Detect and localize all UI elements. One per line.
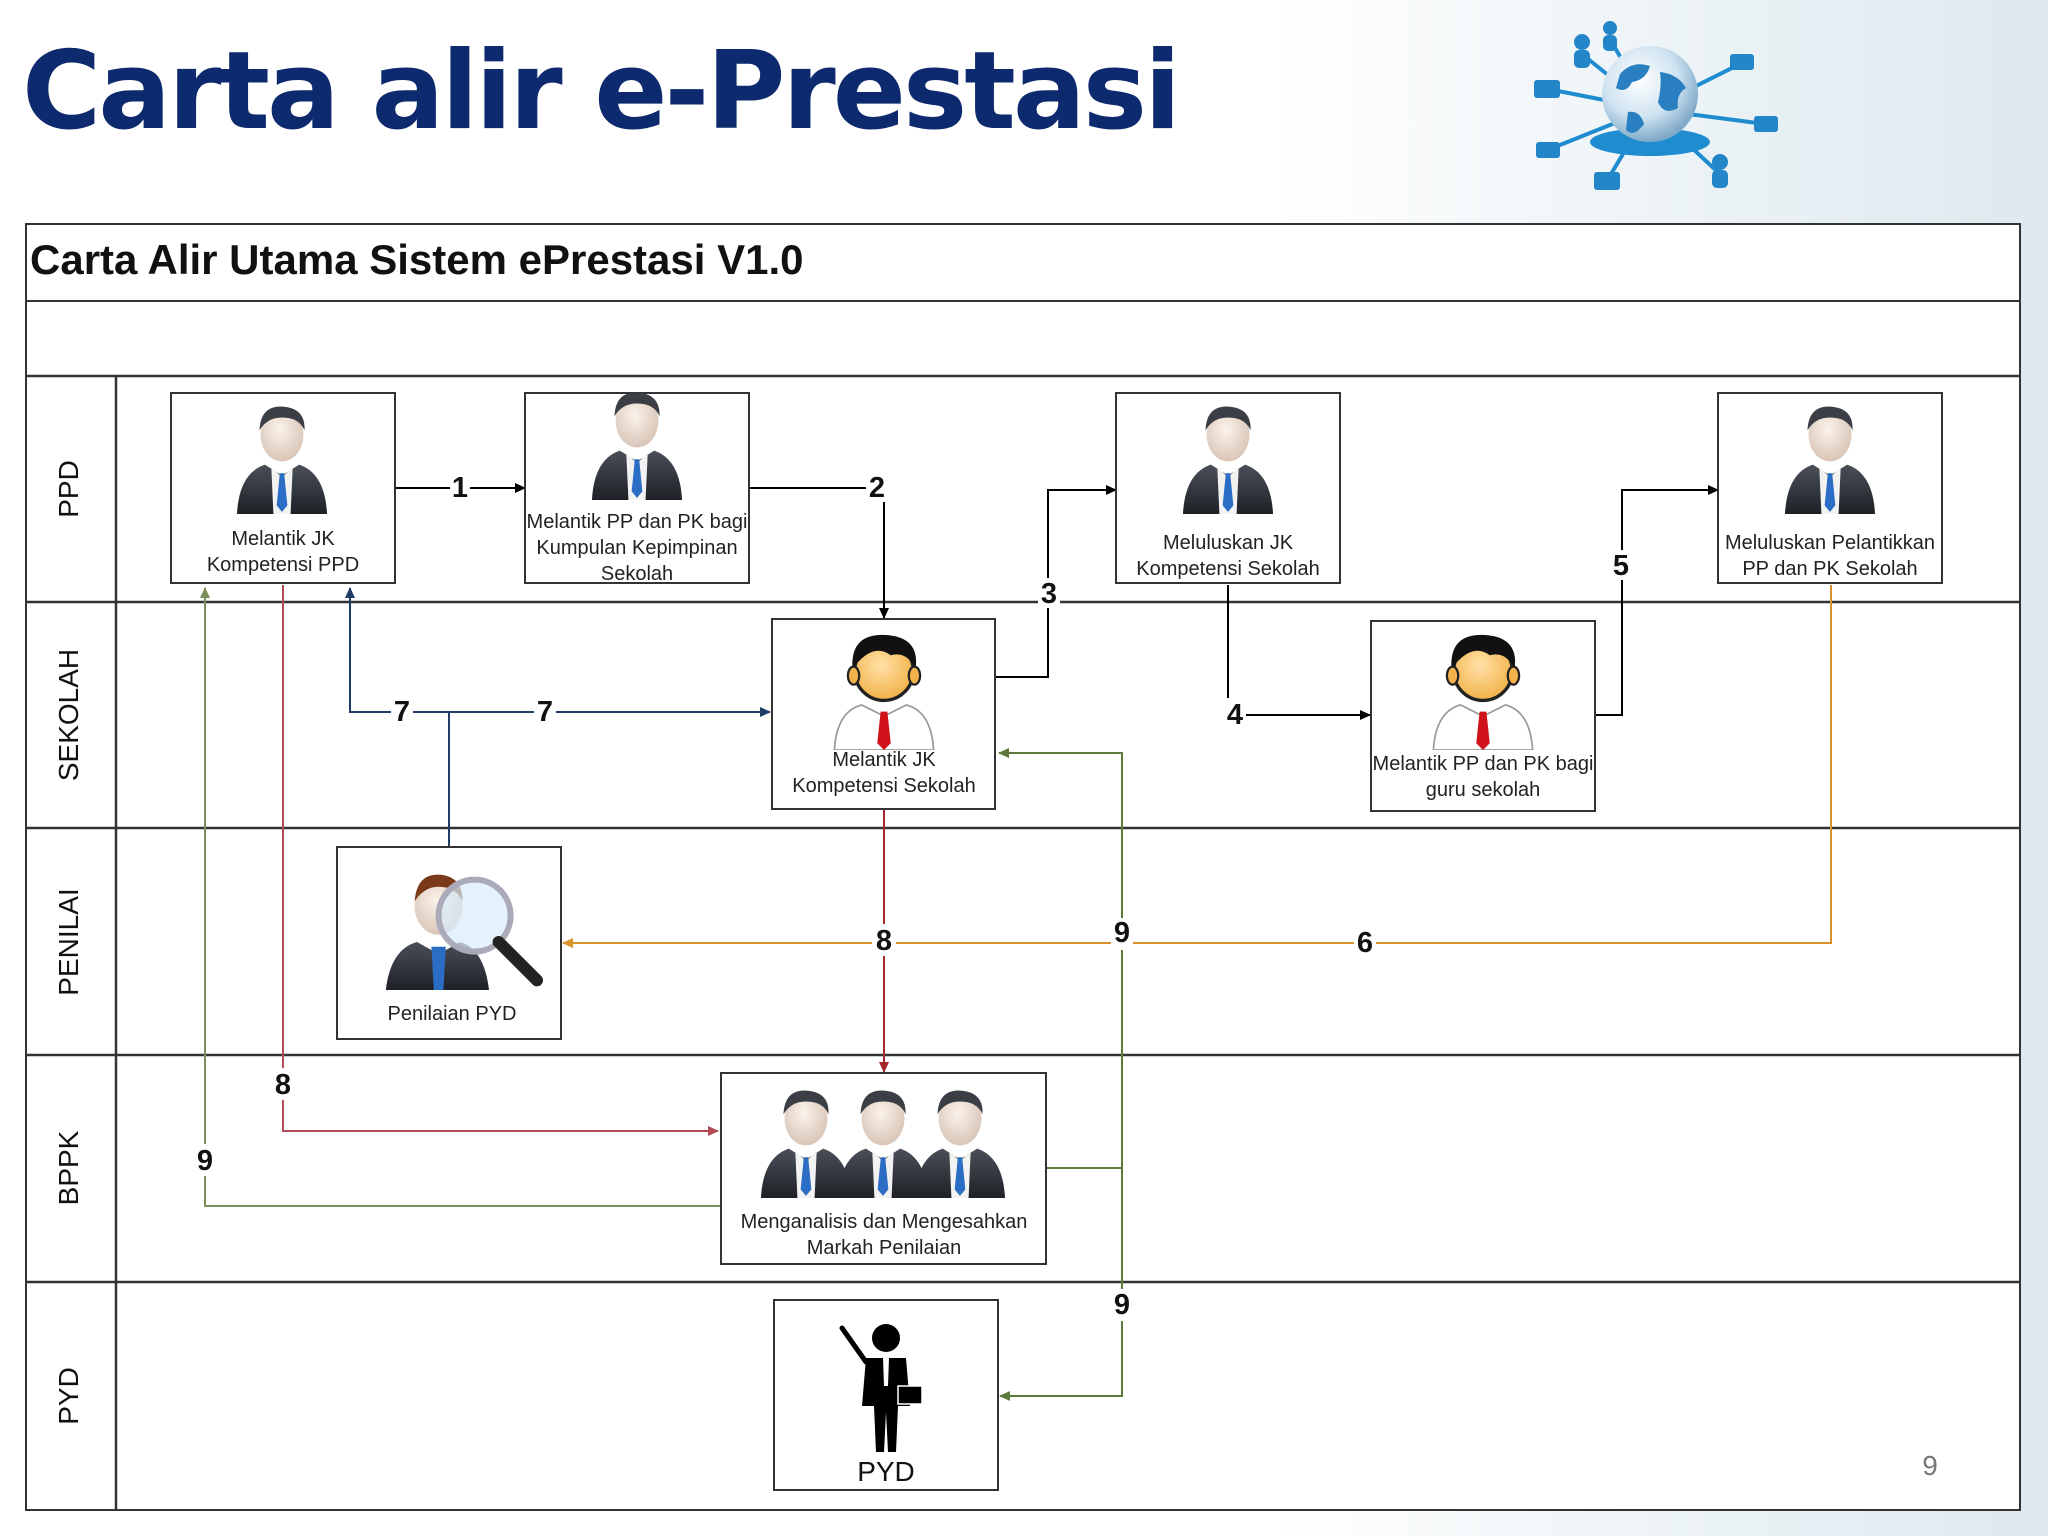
flow-node-melantik-pp-pk-guru: Melantik PP dan PK bagi guru sekolah <box>1370 620 1596 812</box>
svg-text:PYD: PYD <box>857 1456 915 1487</box>
step-label-2: 2 <box>869 472 885 504</box>
step-label-1: 1 <box>452 472 468 504</box>
page-number: 9 <box>1922 1450 1938 1481</box>
slide-title: Carta alir e-Prestasi <box>22 29 1181 154</box>
svg-text:PP dan PK Sekolah: PP dan PK Sekolah <box>1742 558 1917 580</box>
svg-text:Penilaian PYD: Penilaian PYD <box>388 1003 517 1025</box>
diagram-title: Carta Alir Utama Sistem ePrestasi V1.0 <box>30 236 804 283</box>
step-label-8a: 8 <box>876 925 892 957</box>
flow-connector-9b <box>998 748 1123 1169</box>
flow-connector-8b <box>282 585 719 1136</box>
svg-text:Kumpulan Kepimpinan: Kumpulan Kepimpinan <box>536 537 737 559</box>
flow-node-meluluskan-pelantikkan: Meluluskan Pelantikkan PP dan PK Sekolah <box>1717 392 1943 584</box>
svg-text:Melantik JK: Melantik JK <box>832 749 936 771</box>
svg-text:Meluluskan Pelantikkan: Meluluskan Pelantikkan <box>1725 532 1935 554</box>
flow-node-menganalisis: Menganalisis dan Mengesahkan Markah Peni… <box>720 1072 1047 1265</box>
svg-text:Melantik JK: Melantik JK <box>231 528 335 550</box>
globe-network-icon <box>1534 21 1778 190</box>
step-label-3: 3 <box>1041 578 1057 610</box>
svg-text:Kompetensi Sekolah: Kompetensi Sekolah <box>792 775 975 797</box>
step-label-9b: 9 <box>1114 917 1130 949</box>
lane-label-sekolah: SEKOLAH <box>53 649 84 781</box>
lane-label-ppd: PPD <box>53 460 84 518</box>
flow-connector-9c <box>999 1168 1123 1401</box>
flow-connector-9a <box>200 587 721 1207</box>
step-label-7b: 7 <box>537 696 553 728</box>
svg-text:Melantik PP dan PK bagi: Melantik PP dan PK bagi <box>1373 753 1594 775</box>
svg-text:Sekolah: Sekolah <box>601 563 673 585</box>
flow-node-melantik-pp-pk-kepimpinan: Melantik PP dan PK bagi Kumpulan Kepimpi… <box>524 392 750 585</box>
flow-node-pyd: PYD <box>773 1299 999 1491</box>
step-label-5: 5 <box>1613 550 1629 582</box>
svg-text:Kompetensi Sekolah: Kompetensi Sekolah <box>1136 558 1319 580</box>
step-label-7a: 7 <box>394 696 410 728</box>
lane-label-penilai: PENILAI <box>53 888 84 995</box>
svg-text:guru sekolah: guru sekolah <box>1426 779 1541 801</box>
flow-node-melantik-jk-sekolah: Melantik JK Kompetensi Sekolah <box>771 618 996 810</box>
svg-text:Markah Penilaian: Markah Penilaian <box>807 1237 962 1259</box>
flow-node-penilaian-pyd: Penilaian PYD <box>336 846 562 1040</box>
svg-text:Menganalisis dan Mengesahkan: Menganalisis dan Mengesahkan <box>741 1211 1028 1233</box>
step-label-4: 4 <box>1227 699 1243 731</box>
svg-text:Meluluskan JK: Meluluskan JK <box>1163 532 1294 554</box>
step-label-6: 6 <box>1357 927 1373 959</box>
lane-label-pyd: PYD <box>53 1367 84 1425</box>
flow-connector-5 <box>1595 485 1719 716</box>
svg-text:Melantik PP dan PK bagi: Melantik PP dan PK bagi <box>527 511 748 533</box>
flow-connector-6 <box>562 585 1832 948</box>
step-label-8b: 8 <box>275 1069 291 1101</box>
step-label-9a: 9 <box>197 1145 213 1177</box>
lane-label-bppk: BPPK <box>53 1130 84 1205</box>
svg-text:Kompetensi PPD: Kompetensi PPD <box>207 554 359 576</box>
flow-node-meluluskan-jk-sekolah: Meluluskan JK Kompetensi Sekolah <box>1115 392 1341 584</box>
step-label-9c: 9 <box>1114 1289 1130 1321</box>
flow-node-melantik-jk-ppd: Melantik JK Kompetensi PPD <box>170 392 396 584</box>
